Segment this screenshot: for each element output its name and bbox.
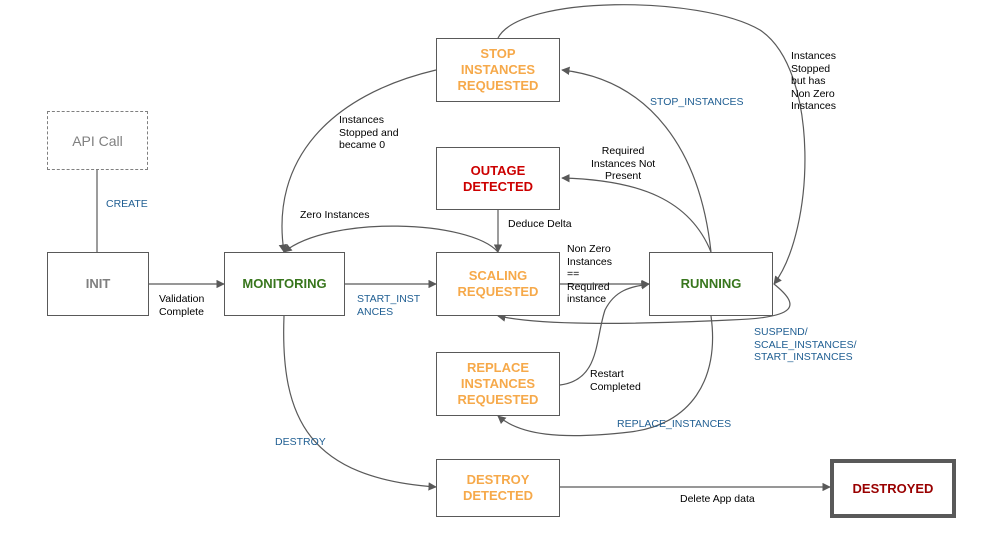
label-deduce-delta: Deduce Delta — [508, 218, 572, 230]
label-create: CREATE — [106, 198, 148, 210]
running-state-node[interactable]: RUNNING — [649, 252, 773, 316]
label-instances-stopped-became-0: Instances Stopped and became 0 — [339, 114, 399, 151]
label-replace-instances: REPLACE_INSTANCES — [617, 418, 732, 430]
edge-running-to-replace — [497, 315, 714, 437]
label-validation-complete: Validation Complete — [159, 293, 205, 318]
edge-running-self-to-scaling — [497, 283, 791, 324]
label-suspend-scale-start: SUSPEND/ SCALE_INSTANCES/ START_INSTANCE… — [754, 326, 857, 363]
label-start-instances-split: START_INST ANCES — [357, 293, 421, 318]
edge-stop-to-monitoring — [278, 69, 437, 253]
label-required-instances-not-present: Required Instances Not Present — [591, 145, 656, 182]
edge-running-to-stop — [561, 66, 712, 253]
monitoring-state-node[interactable]: MONITORING — [224, 252, 345, 316]
edge-stop-to-running — [497, 4, 806, 285]
label-destroy: DESTROY — [275, 436, 326, 448]
edge-replace-to-running — [559, 281, 650, 386]
stop-instances-requested-node[interactable]: STOP INSTANCES REQUESTED — [436, 38, 560, 102]
scaling-requested-node[interactable]: SCALING REQUESTED — [436, 252, 560, 316]
destroyed-state-node[interactable]: DESTROYED — [830, 459, 956, 518]
label-delete-app-data: Delete App data — [680, 493, 755, 505]
label-non-zero-equals-required: Non Zero Instances == Required instance — [567, 243, 612, 305]
destroy-detected-node[interactable]: DESTROY DETECTED — [436, 459, 560, 517]
edge-scaling-to-monitoring — [283, 225, 499, 253]
replace-instances-requested-node[interactable]: REPLACE INSTANCES REQUESTED — [436, 352, 560, 416]
label-zero-instances: Zero Instances — [300, 209, 370, 221]
api-call-node[interactable]: API Call — [47, 111, 148, 170]
label-stopped-but-non-zero: Instances Stopped but has Non Zero Insta… — [791, 50, 836, 112]
label-stop-instances: STOP_INSTANCES — [650, 96, 744, 108]
label-restart-completed: Restart Completed — [590, 368, 641, 393]
edge-running-to-outage — [561, 173, 712, 253]
edge-monitoring-to-destroy — [283, 315, 437, 491]
outage-detected-node[interactable]: OUTAGE DETECTED — [436, 147, 560, 210]
init-state-node[interactable]: INIT — [47, 252, 149, 316]
